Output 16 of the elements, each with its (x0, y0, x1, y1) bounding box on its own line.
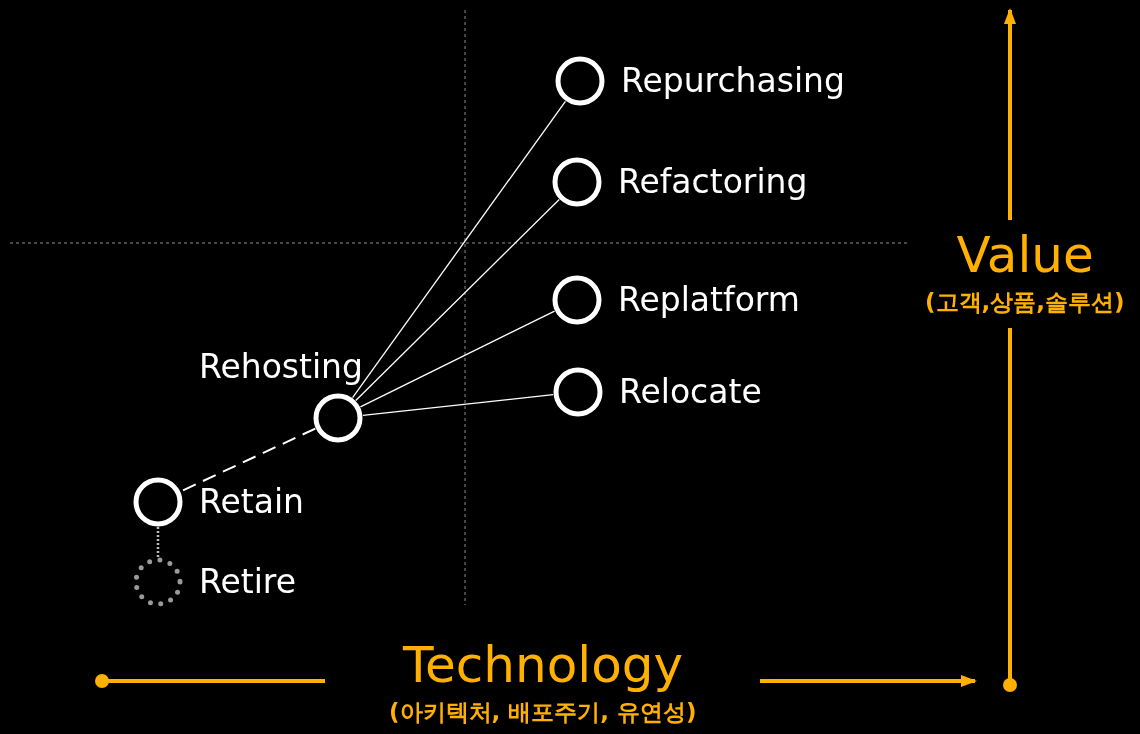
connector-line (359, 310, 556, 408)
node-label: Refactoring (618, 163, 808, 201)
axis-subtitle: (고객,상품,솔루션) (925, 290, 1125, 316)
connector-line (351, 100, 567, 399)
connector-line (355, 198, 560, 402)
node-label: Repurchasing (621, 62, 845, 100)
node-label: Retain (199, 483, 304, 521)
node-label: Replatform (618, 281, 800, 319)
axis-title: Technology (403, 638, 684, 693)
axis-title: Value (956, 228, 1094, 283)
axis-subtitle: (아키텍처, 배포주기, 유연성) (389, 700, 697, 726)
connector-line (362, 394, 554, 416)
node-label: Relocate (619, 373, 762, 411)
node-label: Rehosting (198, 348, 363, 385)
node-label: Retire (199, 563, 296, 601)
connector-line (156, 527, 160, 557)
